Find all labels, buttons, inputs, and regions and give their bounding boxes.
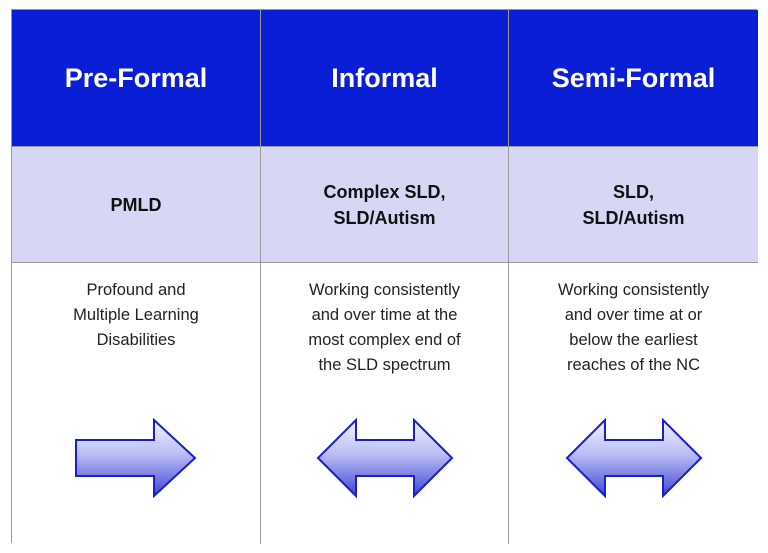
double-arrow-icon [316, 418, 453, 498]
group-informal: Complex SLD, SLD/Autism [261, 147, 509, 263]
header-informal: Informal [261, 10, 509, 147]
group-semi-formal: SLD, SLD/Autism [509, 147, 758, 263]
description-cell-pre-formal: Profound and Multiple Learning Disabilit… [12, 263, 261, 544]
header-semi-formal: Semi-Formal [509, 10, 758, 147]
double-arrow-icon [565, 418, 702, 498]
description-informal: Working consistently and over time at th… [308, 281, 461, 374]
description-cell-informal: Working consistently and over time at th… [261, 263, 509, 544]
description-cell-semi-formal: Working consistently and over time at or… [509, 263, 758, 544]
tier-table: Pre-Formal Informal Semi-Formal PMLD Com… [11, 9, 758, 544]
group-pre-formal: PMLD [12, 147, 261, 263]
header-pre-formal: Pre-Formal [12, 10, 261, 147]
description-pre-formal: Profound and Multiple Learning Disabilit… [73, 281, 199, 349]
description-semi-formal: Working consistently and over time at or… [557, 281, 709, 374]
right-arrow-icon [75, 418, 197, 498]
